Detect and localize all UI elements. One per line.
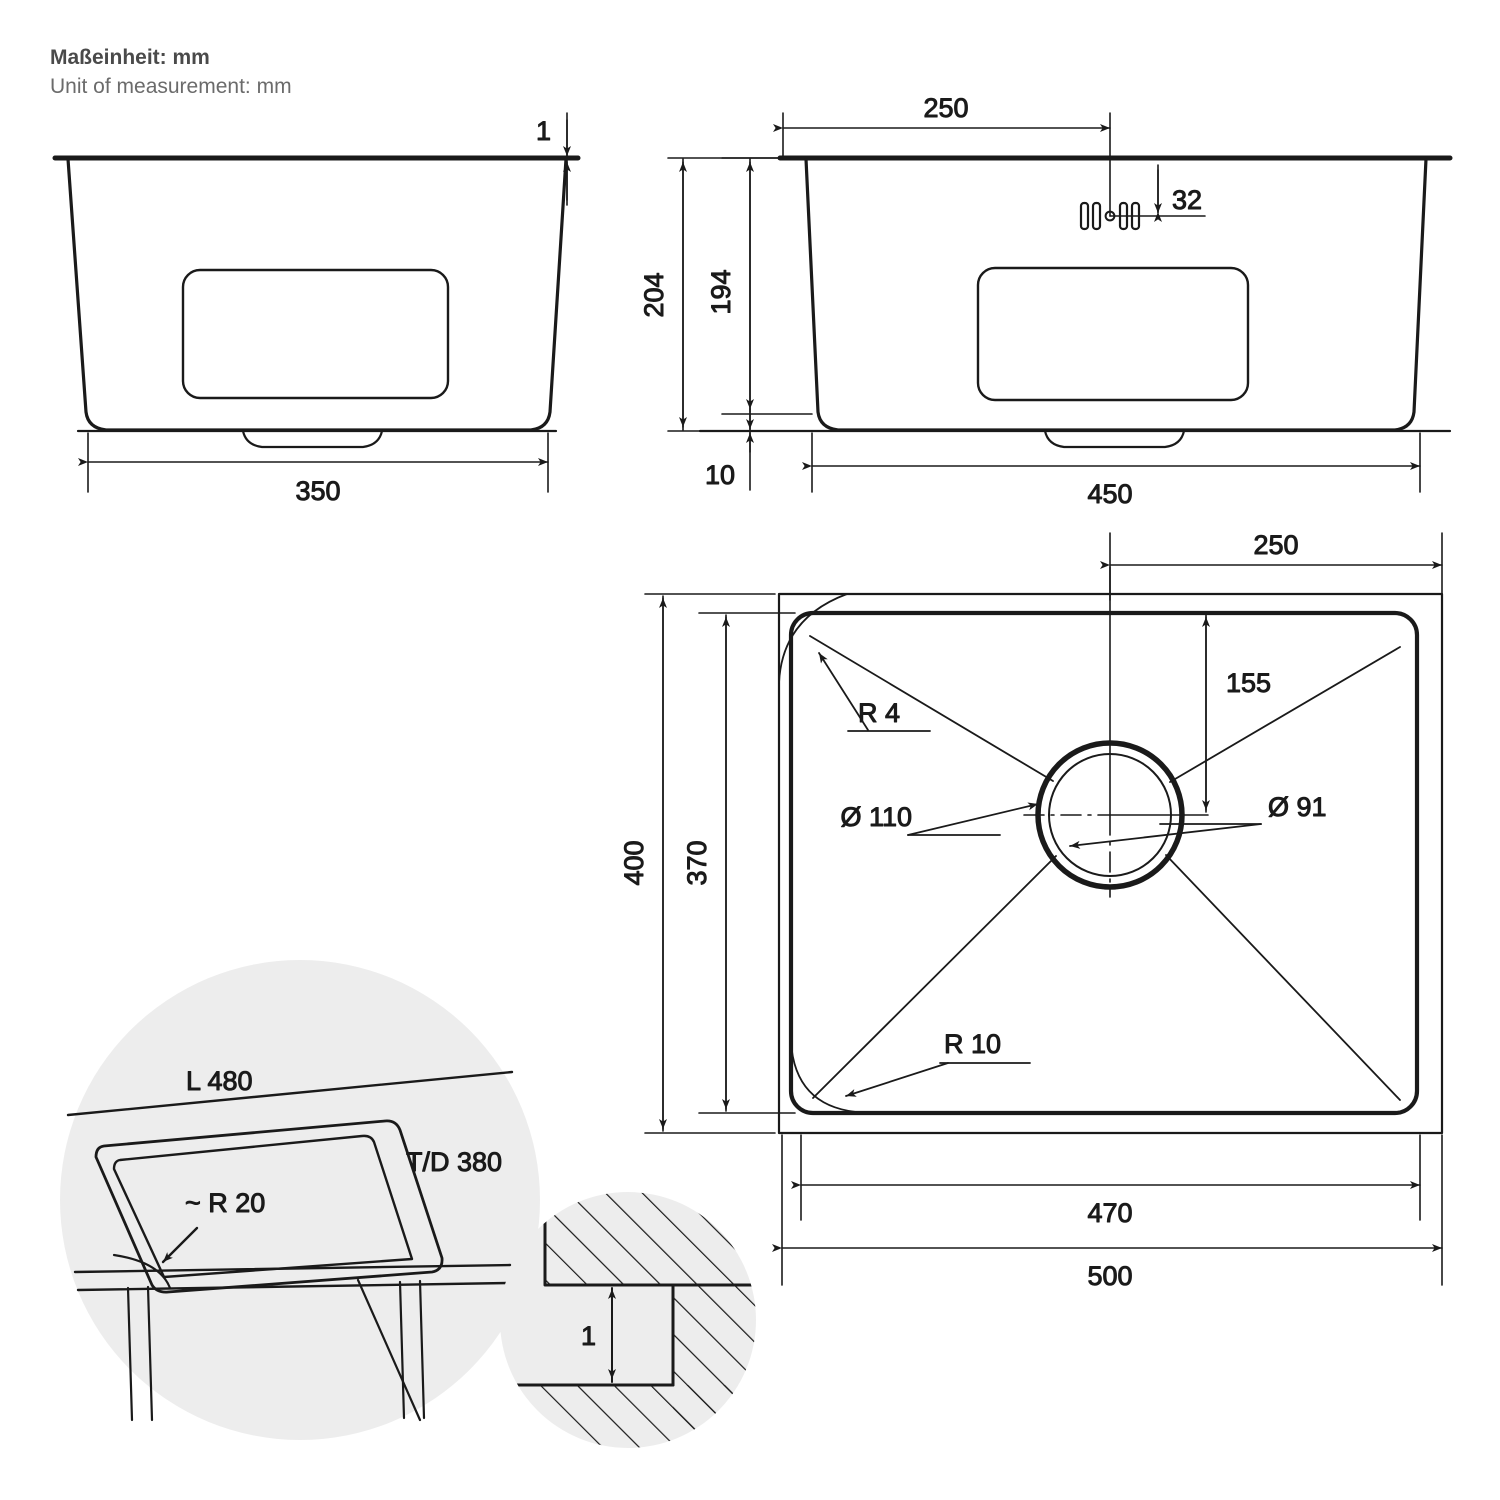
cutout-radius-arc: [112, 1253, 172, 1290]
plan-diagonal-topright: [1169, 646, 1401, 783]
side-dim250-label: 250: [923, 93, 968, 123]
plan-dim400-label: 400: [619, 840, 649, 885]
detail-cutout-radius-label: ~ R 20: [185, 1188, 265, 1218]
plan-r4-leader: [818, 652, 869, 731]
plan-dim500-label: 500: [1087, 1261, 1132, 1291]
front-elevation-view: 1 350: [52, 112, 581, 507]
cabinet-line-3: [398, 1280, 406, 1420]
side-dim204-label: 204: [639, 272, 669, 317]
drain-d110-label: Ø 110: [840, 802, 912, 832]
drain-d91-label: Ø 91: [1268, 792, 1327, 822]
side-dim194-label: 194: [706, 269, 736, 314]
cabinet-line-5: [356, 1278, 422, 1422]
section-profile-step: [543, 1193, 756, 1287]
side-drain-bump: [1043, 429, 1186, 449]
plan-diagonal-bottomleft: [812, 855, 1057, 1099]
overflow-slot-1: [1079, 201, 1090, 231]
plan-corner-arc-topleft: [778, 593, 848, 684]
detail-section-view: 1: [500, 1192, 756, 1448]
front-dim350-label: 350: [295, 476, 340, 506]
plan-r4-label: R 4: [858, 698, 900, 728]
plan-view: R 4 R 10 Ø 110 Ø 91 250 155: [619, 530, 1444, 1292]
unit-header: Maßeinheit: mm Unit of measurement: mm: [50, 44, 292, 102]
detail-cutout-background: [60, 960, 540, 1440]
section-material-right: [673, 1285, 756, 1448]
plan-corner-arc-bottomleft: [790, 1041, 857, 1113]
unit-header-de: Maßeinheit: mm: [50, 46, 210, 69]
plan-r10-label: R 10: [944, 1029, 1001, 1059]
front-bowl-outline: [66, 157, 568, 432]
plan-dim250-label: 250: [1253, 530, 1298, 560]
unit-header-en: Unit of measurement: mm: [50, 74, 292, 98]
cutout-opening-inner: [112, 1134, 414, 1279]
cabinet-line-1: [126, 1286, 134, 1422]
front-drain-bump: [241, 429, 384, 449]
detail-cutout-depth-label: T/D 380: [406, 1147, 502, 1177]
plan-dim370-label: 370: [682, 840, 712, 885]
front-dim1-label: 1: [536, 116, 551, 146]
plan-dim470-label: 470: [1087, 1198, 1132, 1228]
side-dim10-label: 10: [705, 460, 735, 490]
worktop-back-edge: [66, 1070, 514, 1117]
side-elevation-view: 250 32 204 194 10: [639, 93, 1453, 510]
side-dim450-label: 450: [1087, 479, 1132, 509]
detail-r20-arrow: [161, 1226, 199, 1264]
overflow-slot-2: [1091, 201, 1102, 231]
side-bowl-outline: [804, 157, 1428, 432]
section-material-lower: [500, 1385, 756, 1448]
detail-cutout-view: L 480 T/D 380 ~ R 20: [60, 960, 540, 1440]
plan-diagonal-bottomright: [1165, 854, 1401, 1101]
drain-d110-leader: [907, 802, 1039, 836]
plan-diagonal-topleft: [809, 635, 1054, 782]
section-dim1-label: 1: [581, 1321, 596, 1351]
side-dim32-label: 32: [1172, 185, 1202, 215]
cutout-opening-outer: [94, 1119, 444, 1294]
side-inner-panel: [976, 266, 1250, 402]
detail-cutout-length-label: L 480: [186, 1066, 253, 1096]
drain-d91-leader: [1069, 823, 1262, 849]
plan-dim155-label: 155: [1226, 668, 1271, 698]
worktop-front-edge2: [76, 1281, 510, 1292]
section-material-upper: [545, 1192, 756, 1285]
front-inner-panel: [181, 268, 450, 400]
plan-inner-rect: [788, 610, 1420, 1116]
cabinet-line-4: [418, 1279, 426, 1420]
plan-r10-leader: [845, 1062, 949, 1097]
cabinet-line-2: [146, 1285, 154, 1422]
